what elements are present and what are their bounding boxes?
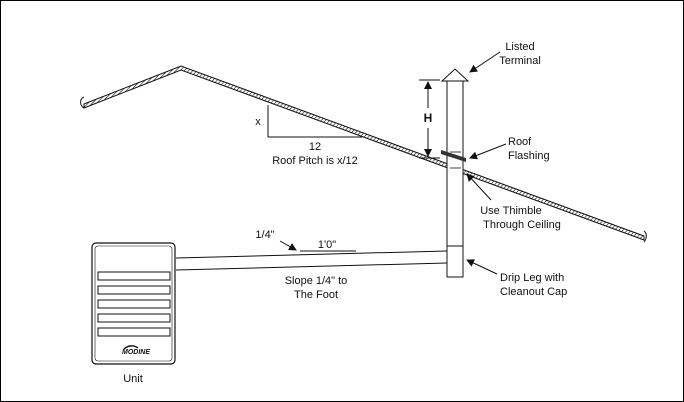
roof-pitch-triangle [267,105,362,138]
louver [97,285,171,295]
heater-unit: MODINE [91,242,176,365]
drip-leg-label-line1: Drip Leg with [500,272,564,284]
roof [80,65,647,243]
louver [97,271,171,281]
slope-rise-label: 1/4" [255,229,274,241]
terminal-label-line2: Terminal [499,55,541,67]
slope-label-line1: Slope 1/4" to [285,275,348,287]
slope-label-line2: The Foot [294,289,338,301]
pitch-run-label: 12 [309,141,321,153]
louver [97,313,171,323]
drip-leg-callout-arrow [466,259,498,275]
drip-leg-label-line2: Cleanout Cap [500,286,567,298]
terminal-callout-arrow [469,51,501,73]
slope-run-label: 1'0" [318,239,336,251]
flashing-label-line2: Flashing [508,150,550,162]
flashing-callout-arrow [469,143,507,160]
listed-terminal-cap [440,68,470,82]
flashing-label-line1: Roof [508,136,532,148]
unit-label: Unit [123,373,143,385]
connector-pipe [175,250,448,271]
vent-pipe [446,80,464,278]
thimble-callout-arrow [466,173,492,201]
louver [97,327,171,337]
pitch-caption: Roof Pitch is x/12 [272,155,358,167]
terminal-label-line1: Listed [505,41,534,53]
roof-left-break [80,96,85,109]
thimble-label-line1: Use Thimble [480,205,542,217]
brand-logo: MODINE [122,349,150,356]
height-dimension [419,79,440,159]
roof-right-break [643,230,647,243]
height-label: H [424,111,433,125]
roof-flashing [441,150,466,162]
slope-indicator [279,240,356,252]
thimble-label-line2: Through Ceiling [483,219,561,231]
pitch-rise-label: x [255,116,261,128]
louver [97,299,171,309]
brand-swoosh [123,345,139,350]
